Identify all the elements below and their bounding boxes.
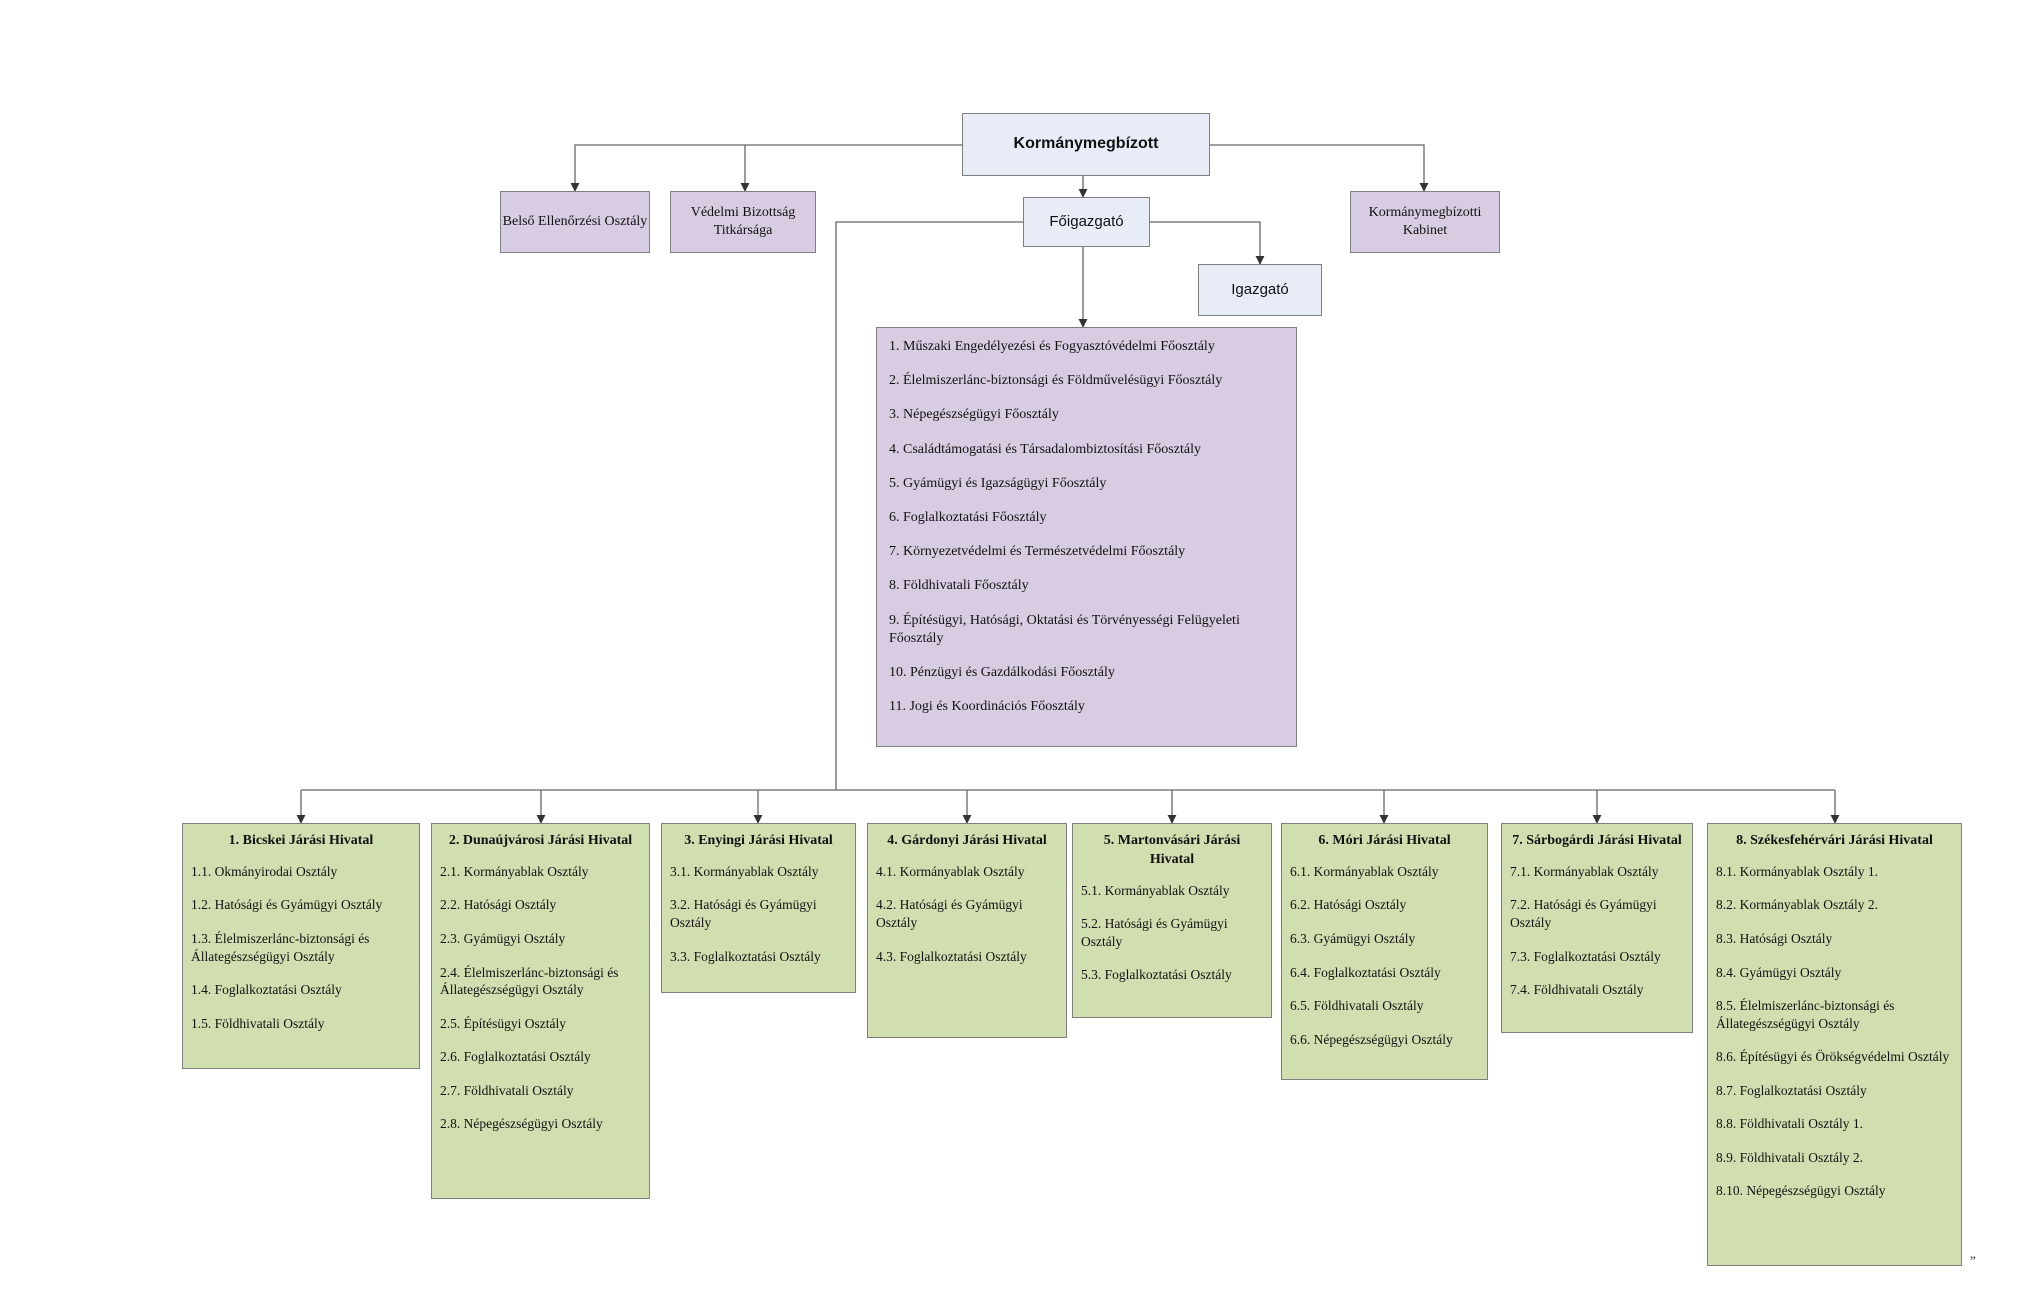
main-departments-list: 1. Műszaki Engedélyezési és Fogyasztóvéd…	[889, 338, 1284, 716]
district-unit-item: 6.3. Gyámügyi Osztály	[1290, 930, 1416, 946]
district-unit-item: 8.5. Élelmiszerlánc-biztonsági és Állate…	[1716, 998, 1895, 1031]
connector-dg-districts	[835, 221, 1023, 790]
district-unit-item: 2.5. Építésügyi Osztály	[440, 1015, 566, 1031]
district-title: 1. Bicskei Járási Hivatal	[228, 833, 374, 848]
district-unit-item: 4.3. Foglalkoztatási Osztály	[876, 948, 1027, 964]
internal-audit-box: Belső Ellenőrzési Osztály	[500, 191, 650, 253]
main-departments-box: 1. Műszaki Engedélyezési és Fogyasztóvéd…	[876, 327, 1297, 747]
district-unit-item: 2.2. Hatósági Osztály	[440, 897, 557, 913]
district-unit-item: 2.3. Gyámügyi Osztály	[440, 930, 566, 946]
main-department-item: 11. Jogi és Koordinációs Főosztály	[889, 699, 1085, 715]
district-unit-item: 8.7. Foglalkoztatási Osztály	[1716, 1082, 1867, 1098]
district-unit-item: 5.1. Kormányablak Osztály	[1081, 882, 1230, 898]
cabinet-box: Kormánymegbízotti Kabinet	[1350, 191, 1500, 253]
main-department-item: 2. Élelmiszerlánc-biztonsági és Földműve…	[889, 373, 1223, 389]
root-box: Kormánymegbízott	[962, 113, 1210, 176]
district-box-5: 5. Martonvásári Járási Hivatal 5.1. Kormá…	[1072, 823, 1272, 1018]
main-department-item: 4. Családtámogatási és Társadalombiztosí…	[889, 441, 1201, 457]
main-department-item: 10. Pénzügyi és Gazdálkodási Főosztály	[889, 664, 1115, 680]
main-department-item: 5. Gyámügyi és Igazságügyi Főosztály	[889, 475, 1107, 491]
internal-audit-label: Belső Ellenőrzési Osztály	[502, 213, 648, 229]
district-title: 7. Sárbogárdi Járási Hivatal	[1512, 833, 1682, 848]
district-box-6: 6. Móri Járási Hivatal 6.1. Kormányablak …	[1281, 823, 1488, 1080]
district-title: 2. Dunaújvárosi Járási Hivatal	[448, 833, 633, 848]
district-title: 6. Móri Járási Hivatal	[1318, 833, 1451, 848]
defense-secretariat-box: Védelmi Bizottság Titkársága	[670, 191, 816, 253]
root-label: Kormánymegbízott	[1013, 135, 1159, 153]
main-department-item: 8. Földhivatali Főosztály	[889, 578, 1029, 594]
defense-secretariat-label: Védelmi Bizottság Titkársága	[690, 204, 796, 238]
district-unit-item: 1.2. Hatósági és Gyámügyi Osztály	[191, 897, 383, 913]
district-unit-item: 7.1. Kormányablak Osztály	[1510, 863, 1659, 879]
district-unit-item: 8.9. Földhivatali Osztály 2.	[1716, 1149, 1863, 1165]
district-unit-item: 1.5. Földhivatali Osztály	[191, 1015, 325, 1031]
main-department-item: 1. Műszaki Engedélyezési és Fogyasztóvéd…	[889, 339, 1215, 354]
district-box-7: 7. Sárbogárdi Járási Hivatal 7.1. Kormány…	[1501, 823, 1693, 1033]
district-unit-item: 2.8. Népegészségügyi Osztály	[440, 1116, 603, 1132]
district-unit-item: 4.2. Hatósági és Gyámügyi Osztály	[876, 897, 1023, 930]
main-department-item: 3. Népegészségügyi Főosztály	[889, 407, 1059, 423]
main-department-item: 7. Környezetvédelmi és Természetvédelmi …	[889, 544, 1186, 560]
district-unit-item: 6.2. Hatósági Osztály	[1290, 897, 1407, 913]
district-unit-item: 8.6. Építésügyi és Örökségvédelmi Osztál…	[1716, 1049, 1950, 1065]
district-title: 3. Enyingi Járási Hivatal	[684, 833, 833, 848]
connector-root-internal-audit	[570, 144, 962, 192]
district-unit-item: 8.4. Gyámügyi Osztály	[1716, 964, 1842, 980]
director-label: Igazgató	[1231, 281, 1289, 299]
main-department-item: 6. Foglalkoztatási Főosztály	[889, 509, 1047, 525]
district-unit-item: 8.3. Hatósági Osztály	[1716, 930, 1833, 946]
district-title: 8. Székesfehérvári Járási Hivatal	[1736, 833, 1933, 848]
director-general-box: Főigazgató	[1023, 197, 1150, 247]
district-unit-item: 4.1. Kormányablak Osztály	[876, 863, 1025, 879]
district-unit-item: 2.6. Foglalkoztatási Osztály	[440, 1049, 591, 1065]
cabinet-label: Kormánymegbízotti Kabinet	[1368, 204, 1482, 238]
district-unit-item: 8.8. Földhivatali Osztály 1.	[1716, 1116, 1863, 1132]
district-unit-item: 1.4. Foglalkoztatási Osztály	[191, 982, 342, 998]
main-department-item: 9. Építésügyi, Hatósági, Oktatási és Tör…	[889, 612, 1240, 646]
district-unit-item: 5.2. Hatósági és Gyámügyi Osztály	[1081, 916, 1228, 949]
district-unit-item: 6.5. Földhivatali Osztály	[1290, 998, 1424, 1014]
district-box-1: 1. Bicskei Járási Hivatal 1.1. Okmányirod…	[182, 823, 420, 1069]
district-unit-item: 7.2. Hatósági és Gyámügyi Osztály	[1510, 897, 1657, 930]
district-title: 4. Gárdonyi Járási Hivatal	[887, 833, 1047, 848]
director-box: Igazgató	[1198, 264, 1322, 316]
district-unit-item: 8.1. Kormányablak Osztály 1.	[1716, 863, 1878, 879]
district-unit-item: 7.3. Foglalkoztatási Osztály	[1510, 948, 1661, 964]
district-box-4: 4. Gárdonyi Járási Hivatal 4.1. Kormányab…	[867, 823, 1067, 1038]
district-title: 5. Martonvásári Járási Hivatal	[1103, 833, 1241, 867]
connector-dg-director	[1150, 221, 1265, 265]
corner-mark: ”	[1970, 1253, 1976, 1268]
district-unit-item: 6.6. Népegészségügyi Osztály	[1290, 1031, 1453, 1047]
district-unit-item: 6.4. Foglalkoztatási Osztály	[1290, 964, 1441, 980]
district-unit-item: 3.3. Foglalkoztatási Osztály	[670, 948, 821, 964]
district-unit-item: 2.1. Kormányablak Osztály	[440, 863, 589, 879]
district-unit-item: 8.2. Kormányablak Osztály 2.	[1716, 897, 1878, 913]
district-unit-item: 8.10. Népegészségügyi Osztály	[1716, 1183, 1886, 1199]
district-unit-item: 2.4. Élelmiszerlánc-biztonsági és Állate…	[440, 964, 619, 998]
district-unit-item: 6.1. Kormányablak Osztály	[1290, 863, 1439, 879]
connector-root-cabinet	[1210, 144, 1429, 192]
district-unit-item: 3.1. Kormányablak Osztály	[670, 863, 819, 879]
district-unit-item: 5.3. Foglalkoztatási Osztály	[1081, 967, 1232, 983]
district-unit-item: 2.7. Földhivatali Osztály	[440, 1082, 574, 1098]
director-general-label: Főigazgató	[1049, 213, 1124, 231]
district-box-8: 8. Székesfehérvári Járási Hivatal 8.1. Ko…	[1707, 823, 1962, 1266]
district-unit-item: 3.2. Hatósági és Gyámügyi Osztály	[670, 897, 817, 930]
district-box-3: 3. Enyingi Járási Hivatal 3.1. Kormányabl…	[661, 823, 856, 993]
district-box-2: 2. Dunaújvárosi Járási Hivatal 2.1. Kormá…	[431, 823, 650, 1199]
district-unit-item: 7.4. Földhivatali Osztály	[1510, 982, 1644, 998]
district-unit-item: 1.3. Élelmiszerlánc-biztonsági és Állate…	[191, 930, 370, 964]
district-unit-item: 1.1. Okmányirodai Osztály	[191, 863, 338, 879]
